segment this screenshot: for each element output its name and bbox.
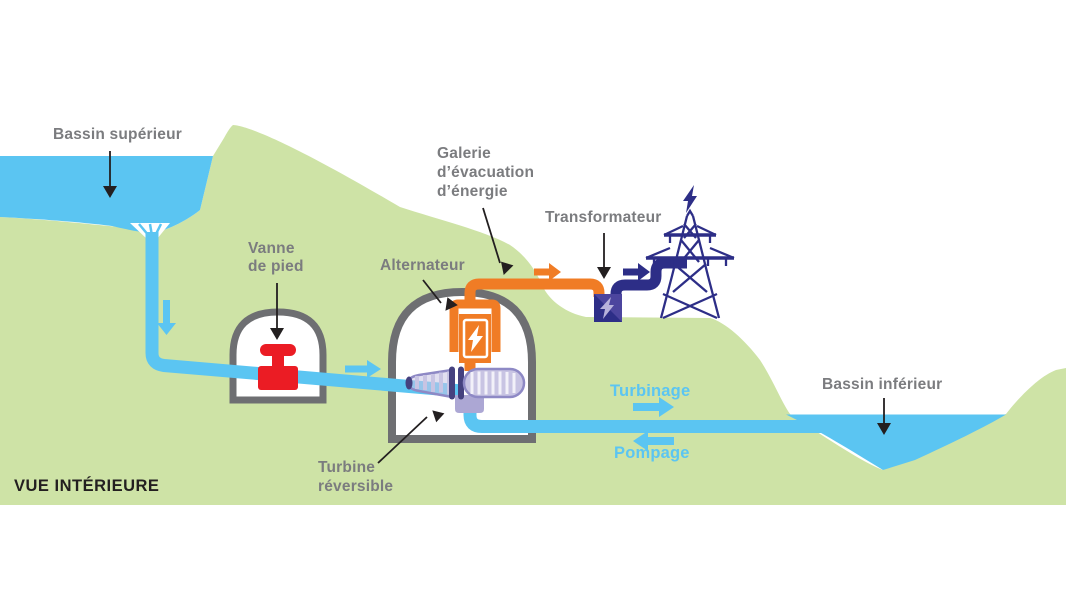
alternator-unit — [449, 299, 501, 371]
grid-arrow-icon — [623, 263, 650, 281]
upper-basin-water — [0, 156, 213, 233]
lightning-bolt-icon — [683, 185, 697, 213]
label-turbining: Turbinage — [610, 382, 691, 400]
flow-arrow-right-icon — [345, 360, 381, 378]
label-foot-valve: Vanne de pied — [248, 240, 304, 275]
penstock-pipe — [145, 232, 463, 398]
view-title: VUE INTÉRIEURE — [14, 477, 160, 495]
grid-connection-pipe — [610, 257, 687, 298]
energy-arrow-icon — [534, 263, 561, 281]
lightning-bolt-icon — [600, 297, 614, 319]
transformer-box — [594, 294, 622, 322]
foot-valve-icon — [258, 344, 298, 390]
flow-arrow-down-icon — [157, 300, 176, 335]
lightning-bolt-icon — [468, 325, 483, 352]
turbinage-arrow-icon — [633, 397, 674, 417]
transmission-tower-icon — [645, 185, 735, 320]
label-pointers — [103, 151, 891, 464]
label-upper-basin: Bassin supérieur — [53, 126, 182, 143]
label-transformer: Transformateur — [545, 209, 662, 226]
terrain-shape — [0, 125, 1066, 505]
label-reversible-turbine: Turbine réversible — [318, 459, 394, 495]
label-energy-gallery: Galerie d’évacuation d’énergie — [437, 145, 535, 200]
label-lower-basin: Bassin inférieur — [822, 376, 943, 393]
reversible-turbine-unit — [405, 366, 526, 413]
label-alternator: Alternateur — [380, 257, 465, 274]
label-pumping: Pompage — [614, 444, 690, 462]
energy-gallery-pipe — [464, 278, 605, 302]
tailrace-pipe — [463, 401, 893, 433]
pompage-arrow-icon — [633, 431, 674, 451]
